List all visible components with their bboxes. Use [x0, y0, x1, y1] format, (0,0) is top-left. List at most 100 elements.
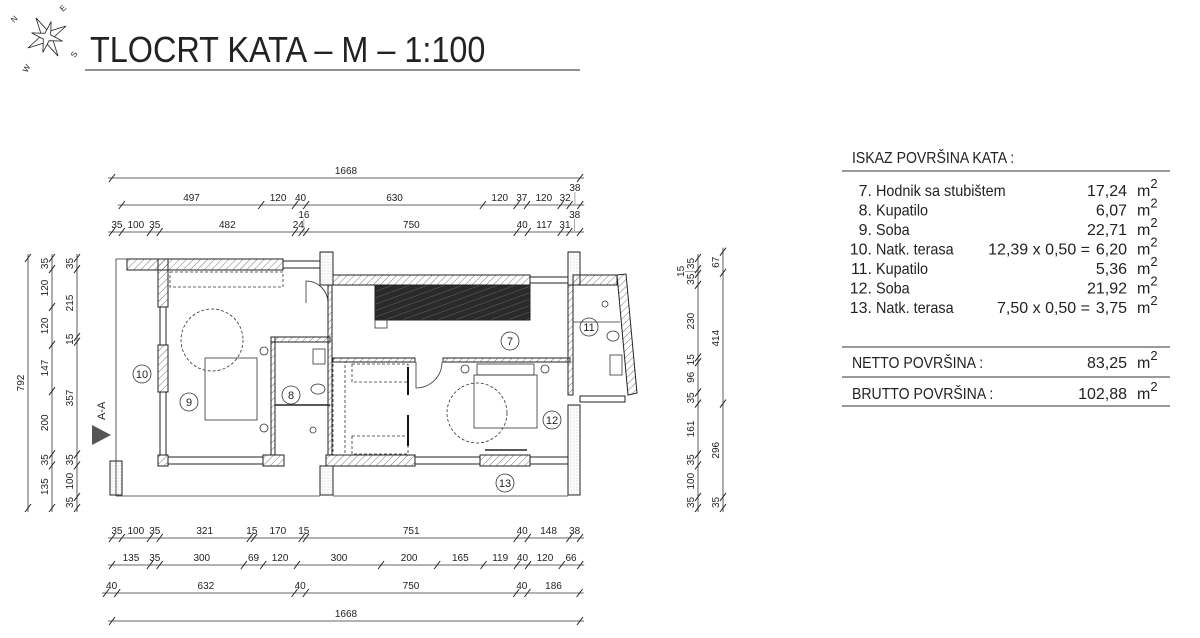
dimension-tick — [73, 492, 81, 502]
dimension-label: 35 — [686, 454, 697, 466]
dimension-label: 15 — [246, 526, 258, 537]
dimension-tick — [694, 450, 702, 459]
row-formula: 12,39 x 0,50 = — [988, 242, 1090, 259]
dimension-label: 35 — [111, 220, 123, 231]
dimension-label: 35 — [686, 496, 697, 508]
dimension-tick — [694, 280, 702, 290]
row-name: Natk. terasa — [876, 241, 954, 259]
dimension-tick — [73, 253, 81, 263]
shower-icon — [309, 426, 317, 434]
dimension-tick — [557, 200, 565, 210]
toilet-icon — [606, 330, 620, 342]
dimension-label: 40 — [295, 193, 307, 204]
window — [414, 456, 481, 465]
dimension-label: 170 — [269, 526, 286, 537]
svg-text:7: 7 — [507, 336, 513, 348]
dimension-label: 100 — [65, 472, 76, 489]
dimension-label: 35 — [65, 258, 76, 270]
column — [319, 465, 334, 496]
dimension-label: 1668 — [335, 166, 358, 177]
window — [159, 391, 167, 456]
dimension-tick — [719, 268, 727, 278]
dimension-tick — [694, 357, 702, 367]
dimension-tick — [48, 461, 56, 470]
dimension-label: 414 — [711, 329, 722, 346]
dimension-tick — [513, 200, 520, 210]
window — [282, 260, 321, 269]
column — [109, 460, 123, 496]
dimension-tick — [240, 560, 248, 570]
dimension-tick — [108, 616, 116, 626]
row-value: 21,92 — [1087, 281, 1127, 298]
dimension-label: 40 — [517, 553, 529, 564]
dimension-label: 35 — [711, 496, 722, 508]
window — [167, 456, 264, 465]
column — [567, 404, 581, 496]
bottom-dimension-total: 1668 — [108, 609, 584, 626]
dimension-tick — [48, 253, 56, 263]
dimension-tick — [524, 227, 532, 237]
dimension-tick — [302, 227, 310, 237]
dimension-label: 100 — [686, 472, 697, 489]
row-name: Natk. terasa — [876, 299, 954, 317]
dimension-tick — [246, 533, 254, 543]
dimension-label: 750 — [403, 581, 420, 592]
dimension-label: 35 — [40, 258, 51, 270]
left-dimension-total: 792 — [16, 253, 32, 513]
svg-text:13: 13 — [499, 478, 511, 490]
dimension-tick — [146, 560, 154, 570]
nightstand-lamp — [259, 423, 269, 433]
dimension-tick — [694, 461, 702, 470]
dimension-label: 35 — [65, 496, 76, 508]
dimension-tick — [694, 503, 702, 513]
dimension-label: 120 — [40, 317, 51, 334]
dimension-tick — [576, 533, 584, 543]
dimension-tick — [694, 492, 702, 502]
row-unit: m2 — [1137, 254, 1158, 278]
dimension-tick — [73, 503, 81, 513]
dimension-tick — [576, 588, 584, 598]
netto-label: NETTO POVRŠINA : — [852, 354, 983, 372]
row-formula: 7,50 x 0,50 = — [997, 300, 1090, 317]
dimension-label: 120 — [270, 193, 287, 204]
dimension-tick — [102, 588, 110, 598]
row-value: 22,71 — [1087, 222, 1127, 239]
dimension-label: 35 — [40, 454, 51, 466]
dimension-label: 296 — [711, 441, 722, 458]
room-label-7: 7 — [500, 331, 520, 351]
dimension-label: 40 — [295, 581, 307, 592]
dimension-tick — [479, 200, 487, 210]
dimension-tick — [118, 227, 126, 237]
wall — [327, 284, 333, 456]
dimension-tick — [156, 533, 164, 543]
dimension-label: 31 — [559, 220, 571, 231]
dimension-tick — [291, 227, 299, 237]
dimension-tick — [513, 533, 520, 543]
dimension-label: 69 — [248, 553, 260, 564]
dimension-label: 35 — [149, 553, 161, 564]
dimension-tick — [113, 588, 121, 598]
turning-circle — [446, 382, 508, 444]
dimension-label: 321 — [196, 526, 213, 537]
dimension-tick — [146, 227, 154, 237]
room-label-12: 12 — [542, 410, 562, 430]
dimension-label: 24 — [293, 220, 305, 231]
dimension-tick — [513, 560, 521, 570]
washbasin-icon — [609, 354, 623, 376]
dimension-label: 792 — [16, 374, 27, 391]
dimension-tick — [48, 340, 56, 350]
dimension-label: 630 — [386, 193, 403, 204]
dimension-label: 119 — [492, 553, 508, 564]
dimension-label: 16 — [298, 210, 310, 221]
room-label-13: 13 — [495, 473, 515, 493]
dimension-tick — [302, 533, 310, 543]
row-name: Kupatilo — [876, 202, 928, 220]
